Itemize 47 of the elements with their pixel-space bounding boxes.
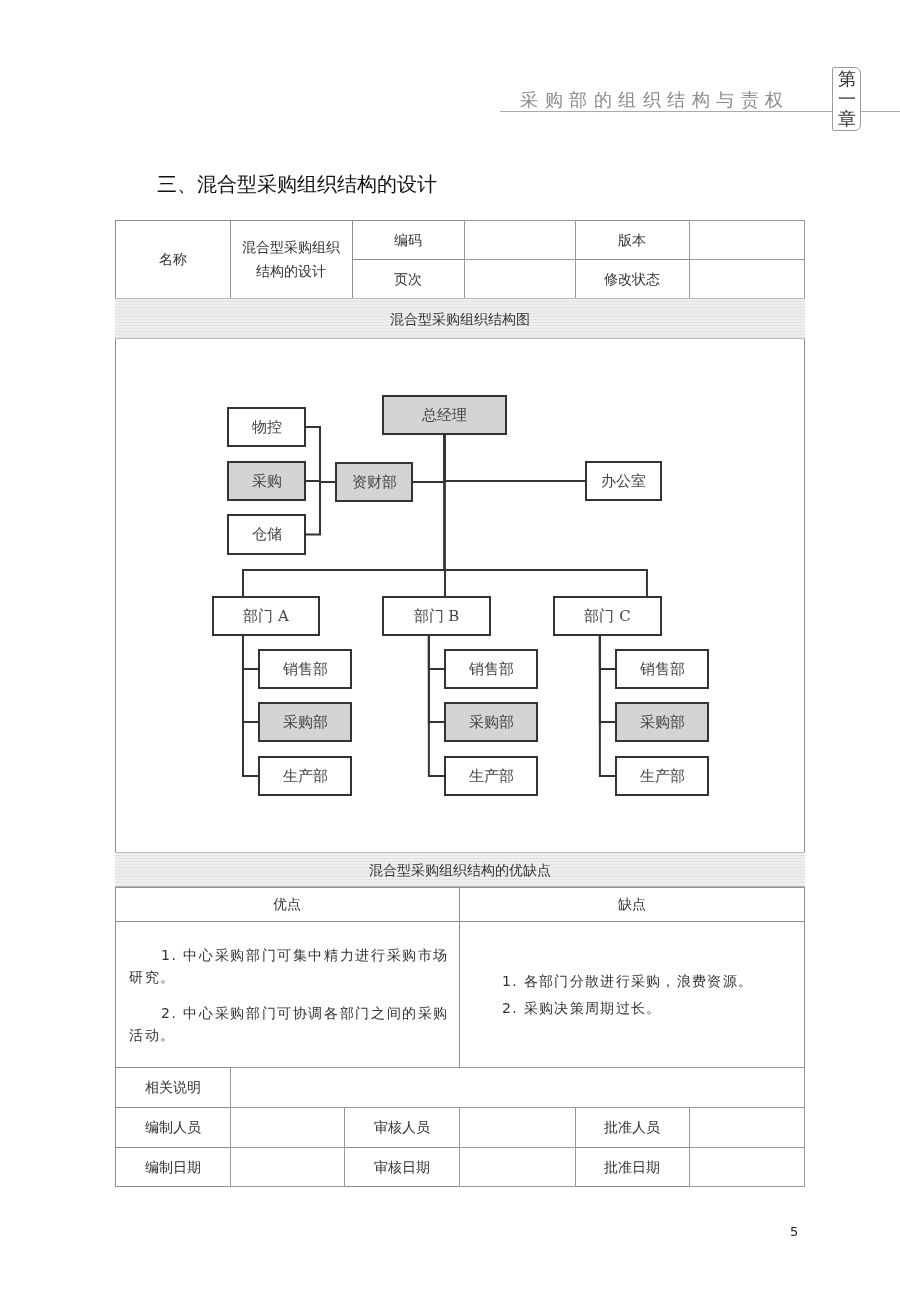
field-label: 编制日期 bbox=[144, 1157, 201, 1176]
field-label: 相关说明 bbox=[144, 1078, 201, 1096]
page-title: 三、混合型采购组织结构的设计 bbox=[157, 171, 437, 197]
connector-line bbox=[242, 635, 259, 777]
org-unit-box: 生产部 bbox=[258, 756, 352, 796]
org-unit-box: 总经理 bbox=[382, 395, 507, 435]
field-label: 修改状态 bbox=[604, 269, 660, 288]
org-unit-box: 采购部 bbox=[615, 702, 709, 742]
connector-line bbox=[598, 635, 616, 777]
org-unit-box: 生产部 bbox=[444, 756, 538, 796]
connector-line bbox=[443, 434, 648, 597]
column-heading: 缺点 bbox=[617, 895, 646, 913]
list-item: 1. 中心采购部门可集中精力进行采购市场研究。 bbox=[129, 945, 449, 987]
column-heading: 优点 bbox=[273, 895, 301, 913]
org-unit-box: 采购部 bbox=[258, 702, 352, 742]
page-number: 5 bbox=[790, 1224, 799, 1240]
field-label: 名称 bbox=[158, 250, 187, 268]
org-unit-box: 部门 B bbox=[382, 596, 491, 636]
list-item: 2. 中心采购部门可协调各部门之间的采购活动。 bbox=[129, 1003, 449, 1045]
connector-line bbox=[427, 635, 445, 777]
section-heading: 混合型采购组织结构图 bbox=[390, 309, 530, 328]
field-label: 页次 bbox=[394, 269, 422, 288]
org-unit-box: 销售部 bbox=[444, 649, 538, 689]
org-unit-box: 部门 C bbox=[553, 596, 662, 636]
org-unit-box: 采购 bbox=[227, 461, 306, 501]
org-unit-box: 销售部 bbox=[258, 649, 352, 689]
field-label: 批准人员 bbox=[604, 1118, 660, 1136]
org-unit-box: 销售部 bbox=[615, 649, 709, 689]
org-unit-box: 生产部 bbox=[615, 756, 709, 796]
field-label: 版本 bbox=[618, 230, 646, 249]
field-label: 批准日期 bbox=[604, 1157, 660, 1176]
org-unit-box: 采购部 bbox=[444, 702, 538, 742]
field-label: 编制人员 bbox=[144, 1118, 201, 1136]
org-unit-box: 部门 A bbox=[212, 596, 320, 636]
org-unit-box: 办公室 bbox=[585, 461, 662, 501]
org-unit-box: 资财部 bbox=[335, 462, 413, 502]
org-unit-box: 仓储 bbox=[227, 514, 306, 555]
field-label: 编码 bbox=[394, 230, 422, 249]
field-value: 混合型采购组织结构的设计 bbox=[241, 238, 341, 281]
chapter-tab: 第一章 bbox=[832, 67, 861, 131]
field-label: 审核日期 bbox=[373, 1157, 430, 1176]
section-heading: 混合型采购组织结构的优缺点 bbox=[369, 860, 551, 879]
field-label: 审核人员 bbox=[373, 1118, 430, 1136]
org-unit-box: 物控 bbox=[227, 407, 306, 447]
list-item: 2. 采购决策周期过长。 bbox=[502, 999, 662, 1018]
connector-line bbox=[305, 481, 336, 536]
list-item: 1. 各部门分散进行采购，浪费资源。 bbox=[502, 972, 754, 991]
